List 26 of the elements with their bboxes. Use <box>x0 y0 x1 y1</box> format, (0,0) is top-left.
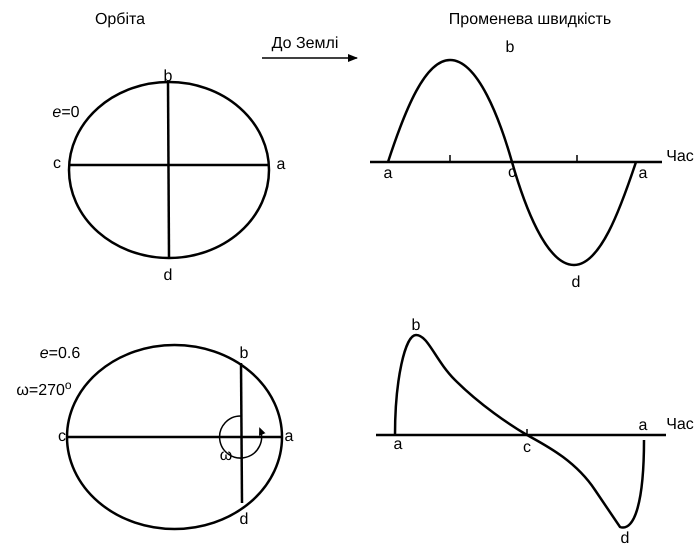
point-label: d <box>164 268 172 284</box>
point-label: a <box>638 418 648 434</box>
direction-label: До Землі <box>272 36 338 52</box>
panel-heading: Орбіта <box>94 12 146 28</box>
axis-label: Час <box>666 149 694 165</box>
point-label: d <box>240 512 248 528</box>
point-label: c <box>58 429 66 445</box>
parameter-label: ω=270$^{o}$ <box>16 383 72 399</box>
point-label: a <box>384 166 392 182</box>
point-label: b <box>240 346 248 362</box>
point-label: d <box>572 275 580 291</box>
parameter-label: e=0.6 <box>40 346 80 362</box>
point-label: d <box>620 531 630 547</box>
point-label: a <box>394 437 402 453</box>
parameter-label: e=0 <box>52 105 80 121</box>
point-label: b <box>412 318 420 334</box>
point-label: a <box>276 157 286 173</box>
axis-label: Час <box>666 417 694 433</box>
point-label: a <box>284 429 294 445</box>
point-label: b <box>506 40 514 56</box>
angle-label: ω <box>220 448 232 464</box>
panel-heading: Променева швидкість <box>448 12 612 28</box>
point-label: c <box>523 440 531 456</box>
point-label: b <box>164 69 172 85</box>
point-label: c <box>53 156 61 172</box>
point-label: a <box>638 166 648 182</box>
